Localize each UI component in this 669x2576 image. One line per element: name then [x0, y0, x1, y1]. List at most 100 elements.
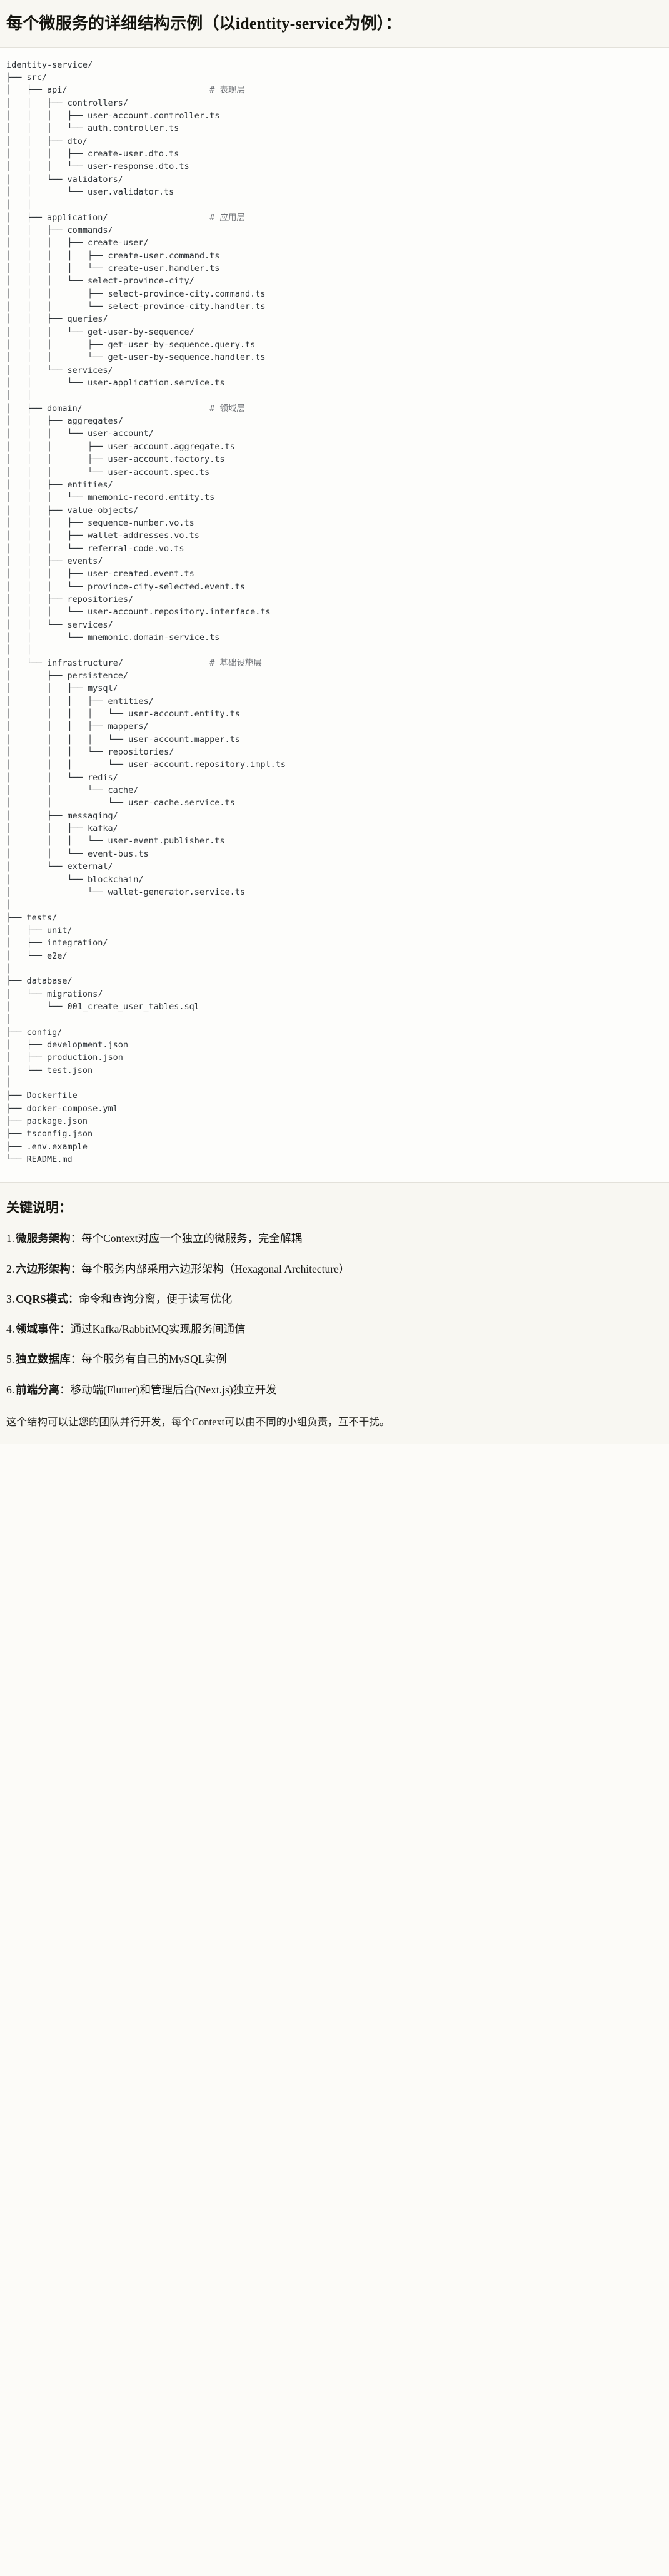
- tree-line-path: │ │: [6, 645, 32, 656]
- tree-line-path: │ │ │ └── referral-code.vo.ts: [6, 543, 184, 554]
- tree-line-path: │ │ ├── queries/: [6, 314, 108, 325]
- tree-line: │ └── e2e/: [6, 950, 663, 962]
- key-note-item: 6.前端分离：移动端(Flutter)和管理后台(Next.js)独立开发: [6, 1382, 663, 1398]
- key-note-description: 通过Kafka/RabbitMQ实现服务间通信: [70, 1323, 246, 1336]
- key-note-index: 4.: [6, 1323, 15, 1336]
- tree-line-comment: # 领域层: [209, 403, 245, 414]
- tree-line: identity-service/: [6, 59, 663, 71]
- tree-line-path: │: [6, 1078, 12, 1088]
- tree-line-path: │ │ │ └── repositories/: [6, 747, 174, 758]
- tree-line-path: │ ├── production.json: [6, 1052, 123, 1063]
- tree-line-path: ├── tests/: [6, 912, 58, 923]
- tree-line: │ │ │ │ └── create-user.handler.ts: [6, 262, 663, 275]
- tree-line-path: │ │ │ ├── user-account.controller.ts: [6, 110, 220, 121]
- tree-line-path: identity-service/: [6, 59, 93, 70]
- tree-line: │ ├── unit/: [6, 924, 663, 937]
- tree-line: │ │ │ └── user-account.repository.impl.t…: [6, 758, 663, 771]
- tree-line: │ │ │ └── referral-code.vo.ts: [6, 542, 663, 555]
- tree-line-path: │ │ │ ├── user-account.aggregate.ts: [6, 441, 235, 452]
- tree-line: │ │ │ └── user-account.repository.interf…: [6, 606, 663, 618]
- tree-line-path: ├── package.json: [6, 1116, 88, 1127]
- tree-line: │ └── wallet-generator.service.ts: [6, 886, 663, 899]
- tree-line: │ ├── persistence/: [6, 669, 663, 682]
- tree-line-path: │ │ │ │ └── user-account.entity.ts: [6, 709, 240, 720]
- tree-line-path: │ │ │ └── auth.controller.ts: [6, 123, 179, 134]
- tree-line-path: │ │ │ └── get-user-by-sequence/: [6, 327, 194, 337]
- tree-line-path: │ │ │ └── select-province-city.handler.t…: [6, 302, 266, 312]
- tree-line: │ ├── api/ # 表现层: [6, 84, 663, 96]
- key-note-index: 5.: [6, 1353, 15, 1366]
- tree-line-path: │ ├── unit/: [6, 925, 73, 935]
- tree-line: │ │ │ ├── wallet-addresses.vo.ts: [6, 529, 663, 542]
- tree-line-path: │ │ └── mnemonic.domain-service.ts: [6, 632, 220, 643]
- tree-line-path: │ │ │ └── user-event.publisher.ts: [6, 836, 225, 847]
- directory-tree: identity-service/├── src/│ ├── api/ # 表现…: [6, 59, 663, 1166]
- tree-line-spacer: [123, 658, 209, 668]
- tree-line: ├── config/: [6, 1026, 663, 1039]
- tree-line: │ │ │ ├── create-user/: [6, 237, 663, 249]
- tree-line: │ ├── messaging/: [6, 810, 663, 822]
- tree-line-path: │ │ ├── repositories/: [6, 594, 134, 604]
- tree-line: ├── Dockerfile: [6, 1089, 663, 1102]
- key-note-separator: ：: [68, 1292, 79, 1305]
- key-note-index: 6.: [6, 1383, 15, 1396]
- tree-line-path: │ │ │ └── user-account.repository.impl.t…: [6, 760, 286, 770]
- tree-line-path: │ │ │ ├── sequence-number.vo.ts: [6, 517, 194, 528]
- tree-line: │ │ │ ├── user-created.event.ts: [6, 568, 663, 580]
- tree-line-path: │ │ │ ├── create-user.dto.ts: [6, 148, 179, 159]
- tree-line-path: │ │ ├── mysql/: [6, 683, 118, 694]
- tree-line: │ │ └── user.validator.ts: [6, 186, 663, 198]
- tree-line: │: [6, 1013, 663, 1026]
- title-section: 每个微服务的详细结构示例（以identity-service为例）：: [0, 0, 669, 48]
- key-note-separator: ：: [59, 1323, 71, 1336]
- tree-line-path: │ │ │ ├── wallet-addresses.vo.ts: [6, 531, 199, 541]
- tree-line: │ ├── development.json: [6, 1039, 663, 1051]
- tree-line: │ │ └── event-bus.ts: [6, 848, 663, 860]
- tree-line-path: │ │ ├── entities/: [6, 479, 113, 490]
- tree-line: │ │ └── services/: [6, 619, 663, 631]
- tree-line-path: │ │ │ ├── user-created.event.ts: [6, 569, 194, 579]
- tree-line-path: │ │ │ └── mnemonic-record.entity.ts: [6, 492, 215, 503]
- tree-line-path: │ ├── development.json: [6, 1039, 129, 1050]
- tree-line: │ │ └── user-cache.service.ts: [6, 797, 663, 809]
- key-note-term: 领域事件: [16, 1323, 60, 1336]
- tree-line: │: [6, 962, 663, 975]
- tree-line-path: │: [6, 1014, 12, 1025]
- tree-line-path: └── README.md: [6, 1154, 73, 1165]
- key-note-term: 六边形架构: [16, 1262, 71, 1275]
- document-page: 每个微服务的详细结构示例（以identity-service为例）： ident…: [0, 0, 669, 1428]
- tree-line-path: │ ├── application/: [6, 212, 108, 223]
- tree-line: │ └── infrastructure/ # 基础设施层: [6, 657, 663, 669]
- tree-line-path: │ │: [6, 390, 32, 401]
- tree-line-path: │ └── 001_create_user_tables.sql: [6, 1001, 199, 1012]
- tree-line: │ └── test.json: [6, 1064, 663, 1077]
- tree-line-path: │ └── e2e/: [6, 950, 68, 961]
- tree-line: │ │ └── mnemonic.domain-service.ts: [6, 631, 663, 644]
- key-note-separator: ：: [70, 1353, 82, 1366]
- tree-line: │ │ └── user-application.service.ts: [6, 377, 663, 389]
- tree-line: │ │ ├── controllers/: [6, 97, 663, 109]
- tree-line-path: │ │ ├── controllers/: [6, 98, 129, 108]
- tree-line: │ └── 001_create_user_tables.sql: [6, 1000, 663, 1013]
- tree-line: │: [6, 899, 663, 911]
- tree-line-path: │ │ └── user-cache.service.ts: [6, 798, 235, 808]
- tree-line-path: │ │ └── services/: [6, 619, 113, 630]
- tree-line-path: ├── database/: [6, 976, 73, 987]
- tree-line: │ │ ├── queries/: [6, 313, 663, 325]
- key-note-item: 2.六边形架构：每个服务内部采用六边形架构（Hexagonal Architec…: [6, 1261, 663, 1277]
- tree-line-spacer: [68, 85, 210, 95]
- tree-line: │ │ │ ├── user-account.factory.ts: [6, 453, 663, 466]
- tree-line-path: │ │ │ │ └── user-account.mapper.ts: [6, 734, 240, 745]
- tree-line-path: │ │ │ ├── get-user-by-sequence.query.ts: [6, 340, 256, 350]
- tree-line-path: ├── docker-compose.yml: [6, 1103, 118, 1114]
- tree-line: ├── tests/: [6, 912, 663, 924]
- key-note-term: 独立数据库: [16, 1353, 71, 1366]
- tree-line-path: │ └── infrastructure/: [6, 658, 123, 668]
- tree-line: │ │ │ │ └── user-account.mapper.ts: [6, 733, 663, 746]
- tree-line-path: │ │ ├── kafka/: [6, 823, 118, 834]
- tree-line: │ │ │ └── get-user-by-sequence.handler.t…: [6, 351, 663, 364]
- tree-line-path: ├── .env.example: [6, 1141, 88, 1152]
- key-note-index: 3.: [6, 1292, 15, 1305]
- tree-line: │ │ │ ├── mappers/: [6, 720, 663, 733]
- tree-line: │ │ │ └── user-account.spec.ts: [6, 466, 663, 479]
